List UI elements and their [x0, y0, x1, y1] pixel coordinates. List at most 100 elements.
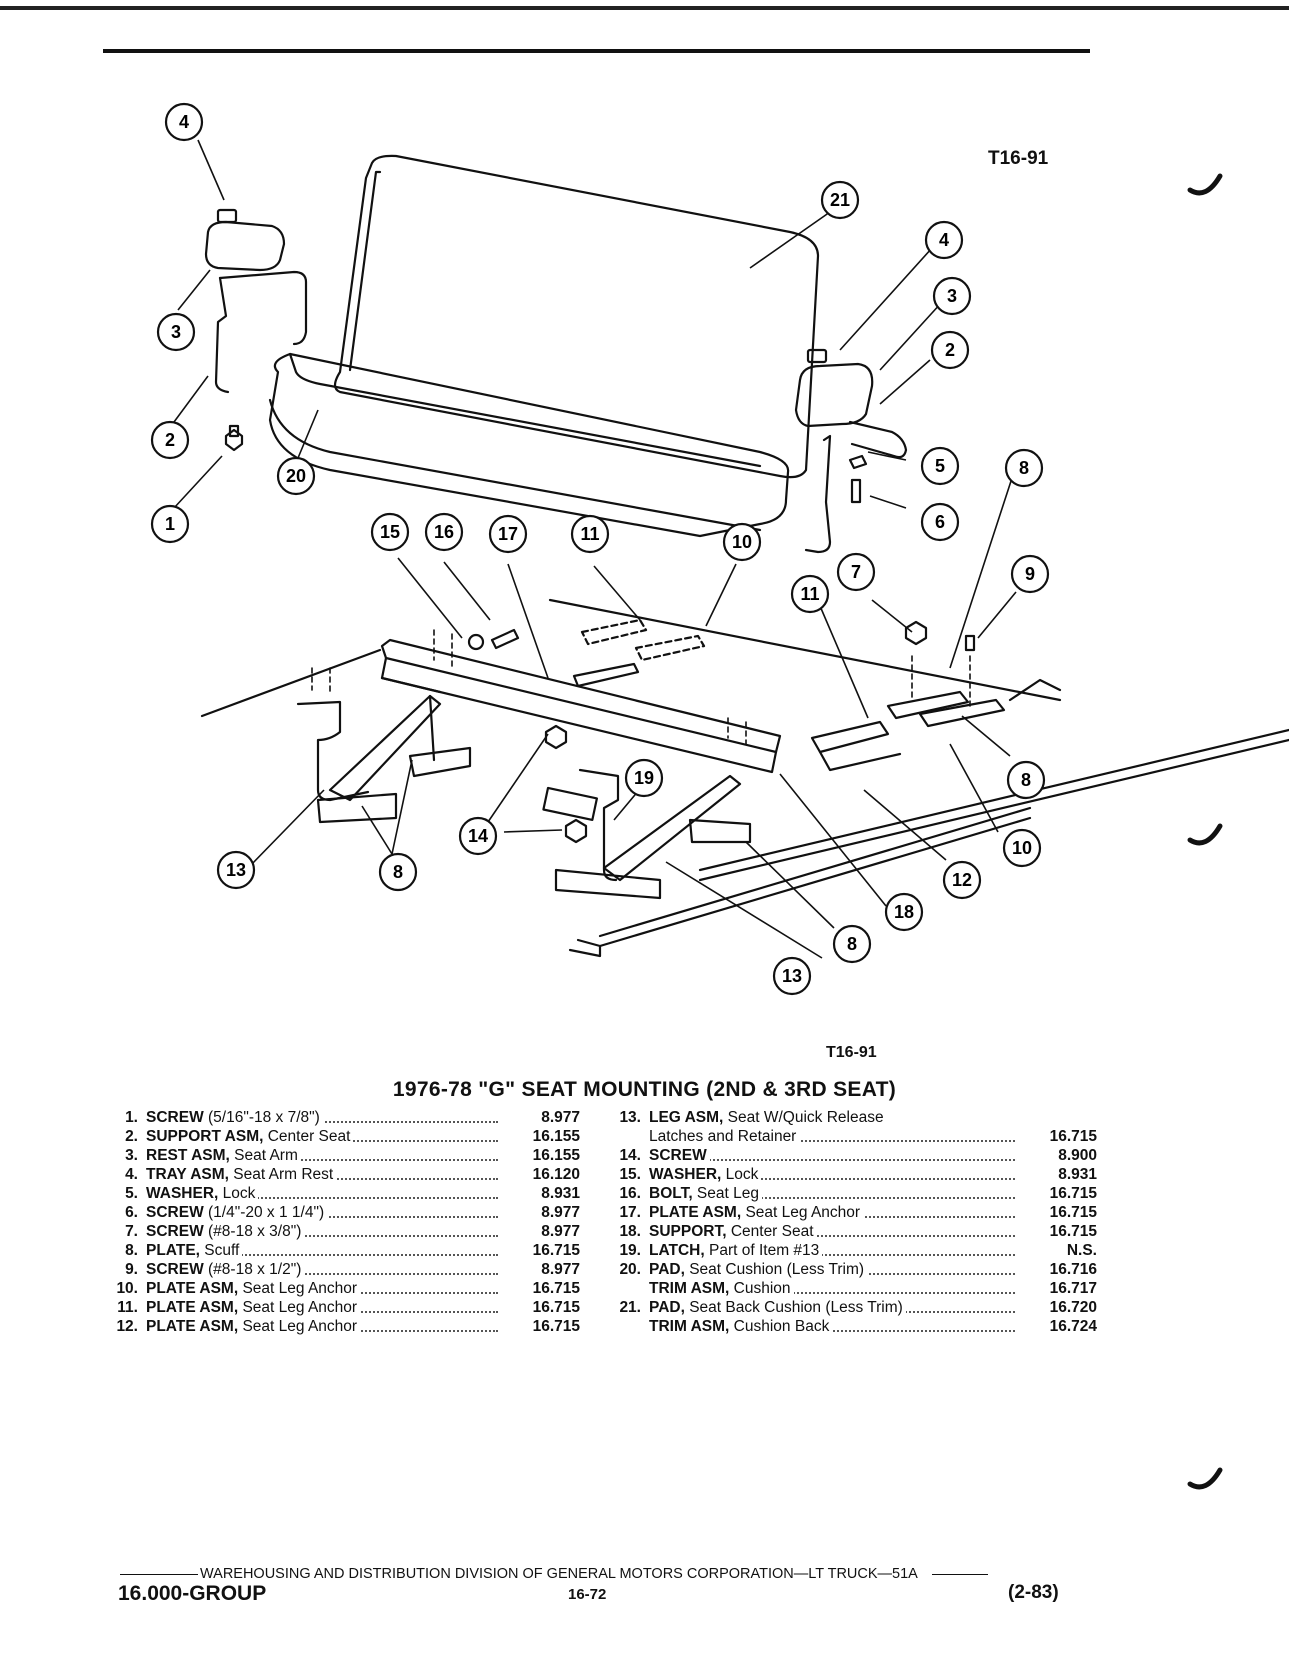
- svg-text:7: 7: [851, 562, 861, 582]
- parts-row: 7.SCREW (#8-18 x 3/8")8.977: [104, 1222, 580, 1241]
- header-rule: [103, 49, 1090, 53]
- part-number: 11.: [117, 1299, 138, 1316]
- svg-text:21: 21: [830, 190, 850, 210]
- part-group-code: 16.715: [532, 1299, 580, 1316]
- part-group-code: 16.715: [1049, 1223, 1097, 1240]
- part-name: PAD,: [649, 1299, 685, 1316]
- part-name: BOLT,: [649, 1185, 693, 1202]
- svg-text:11: 11: [800, 584, 819, 604]
- callout-16: 16: [424, 512, 464, 552]
- part-number: 8.: [125, 1242, 138, 1259]
- part-group-code: 8.977: [541, 1204, 580, 1221]
- callout-5: 5: [920, 446, 960, 486]
- part-group-code: 8.977: [541, 1109, 580, 1126]
- footer-division-line: WAREHOUSING AND DISTRIBUTION DIVISION OF…: [120, 1566, 1065, 1582]
- part-description: Latches and Retainer: [649, 1127, 1019, 1146]
- footer-division: WAREHOUSING AND DISTRIBUTION DIVISION OF…: [200, 1566, 918, 1582]
- part-group-code: 16.120: [532, 1166, 580, 1183]
- part-name: SUPPORT,: [649, 1223, 727, 1240]
- part-description: SCREW: [649, 1146, 1019, 1165]
- parts-row: 13. LEG ASM, Seat W/Quick Release: [607, 1108, 1097, 1127]
- part-number: 2.: [125, 1128, 138, 1145]
- callout-6: 6: [920, 502, 960, 542]
- svg-text:16: 16: [434, 522, 454, 542]
- footer-date: (2-83): [1008, 1582, 1059, 1603]
- callout-15: 15: [370, 512, 410, 552]
- callout-8-b: 8: [1006, 760, 1046, 800]
- svg-text:4: 4: [939, 230, 949, 250]
- svg-text:11: 11: [580, 524, 599, 544]
- part-name: SCREW: [146, 1223, 204, 1240]
- part-name: SCREW: [649, 1147, 707, 1164]
- part-group-code: 8.900: [1058, 1147, 1097, 1164]
- part-description: SUPPORT, Center Seat: [649, 1222, 1019, 1241]
- exploded-seat-diagram: 4 3 2 1 20 21 4 3 2 5 6 8 15 16 17 11 10…: [150, 102, 1289, 996]
- parts-row: 20.PAD, Seat Cushion (Less Trim)16.716: [607, 1260, 1097, 1279]
- svg-text:3: 3: [947, 286, 957, 306]
- leader-dots: [649, 1178, 1015, 1180]
- part-description: WASHER, Lock: [649, 1165, 1019, 1184]
- part-group-code: 16.715: [532, 1242, 580, 1259]
- svg-text:2: 2: [945, 340, 955, 360]
- callout-9: 9: [1010, 554, 1050, 594]
- svg-text:9: 9: [1025, 564, 1035, 584]
- part-group-code: N.S.: [1066, 1242, 1097, 1259]
- part-description: PLATE ASM, Seat Leg Anchor: [146, 1298, 502, 1317]
- part-name: SCREW: [146, 1109, 204, 1126]
- part-description: SCREW (#8-18 x 3/8"): [146, 1222, 502, 1241]
- callout-21: 21: [820, 180, 860, 220]
- svg-text:6: 6: [935, 512, 945, 532]
- callout-3-left: 3: [156, 312, 196, 352]
- part-number: 5.: [125, 1185, 138, 1202]
- svg-text:14: 14: [468, 826, 488, 846]
- center-support-rail: [380, 638, 782, 754]
- part-number: [607, 1279, 649, 1298]
- part-description: PAD, Seat Cushion (Less Trim): [649, 1260, 1019, 1279]
- part-number: 13.: [619, 1109, 641, 1126]
- callout-11-b: 11: [790, 574, 830, 614]
- parts-row: 8. PLATE, Scuff 16.715: [104, 1241, 580, 1260]
- svg-text:13: 13: [226, 860, 246, 880]
- callout-4-right: 4: [924, 220, 964, 260]
- part-detail: Seat Leg Anchor: [238, 1299, 358, 1316]
- part-number: 6.: [125, 1204, 138, 1221]
- part-description: PAD, Seat Back Cushion (Less Trim): [649, 1298, 1019, 1317]
- part-number: 17.: [619, 1204, 641, 1221]
- part-name: TRAY ASM,: [146, 1166, 229, 1183]
- part-number: 7.: [125, 1223, 138, 1240]
- seat-cushion: [268, 352, 790, 538]
- footer-rule-left: [120, 1573, 198, 1575]
- callout-13-b: 13: [772, 956, 812, 996]
- leader-dots: [649, 1140, 1015, 1142]
- part-group-code: 16.155: [532, 1128, 580, 1145]
- part-name: PLATE ASM,: [146, 1299, 239, 1316]
- callout-8-d: 8: [832, 924, 872, 964]
- part-description: PLATE, Scuff: [146, 1241, 502, 1260]
- part-name: SUPPORT ASM,: [146, 1128, 264, 1145]
- part-name: WASHER,: [649, 1166, 722, 1183]
- figure-code-bottom: T16-91: [826, 1044, 877, 1061]
- footer-page-number: 16-72: [568, 1586, 607, 1603]
- part-description: LEG ASM, Seat W/Quick Release: [649, 1108, 1019, 1127]
- callout-11-a: 11: [570, 514, 610, 554]
- parts-row: 6.SCREW (1/4"-20 x 1 1/4")8.977: [104, 1203, 580, 1222]
- svg-text:8: 8: [1019, 458, 1029, 478]
- svg-text:8: 8: [847, 934, 857, 954]
- part-description: PLATE ASM, Seat Leg Anchor: [146, 1279, 502, 1298]
- leader-dots: [146, 1273, 498, 1275]
- svg-text:8: 8: [1021, 770, 1031, 790]
- part-detail: Seat Leg Anchor: [741, 1204, 861, 1221]
- page-title: 1976-78 "G" SEAT MOUNTING (2ND & 3RD SEA…: [392, 1078, 897, 1101]
- part-group-code: 16.715: [532, 1318, 580, 1335]
- part-group-code: 8.931: [541, 1185, 580, 1202]
- part-detail: (1/4"-20 x 1 1/4"): [203, 1204, 325, 1221]
- part-description: TRIM ASM, Cushion: [649, 1279, 1019, 1298]
- part-detail: Seat Leg: [692, 1185, 759, 1202]
- part-number: 4.: [125, 1166, 138, 1183]
- callout-1: 1: [150, 504, 190, 544]
- part-group-code: 16.724: [1049, 1318, 1097, 1335]
- part-name: WASHER,: [146, 1185, 219, 1202]
